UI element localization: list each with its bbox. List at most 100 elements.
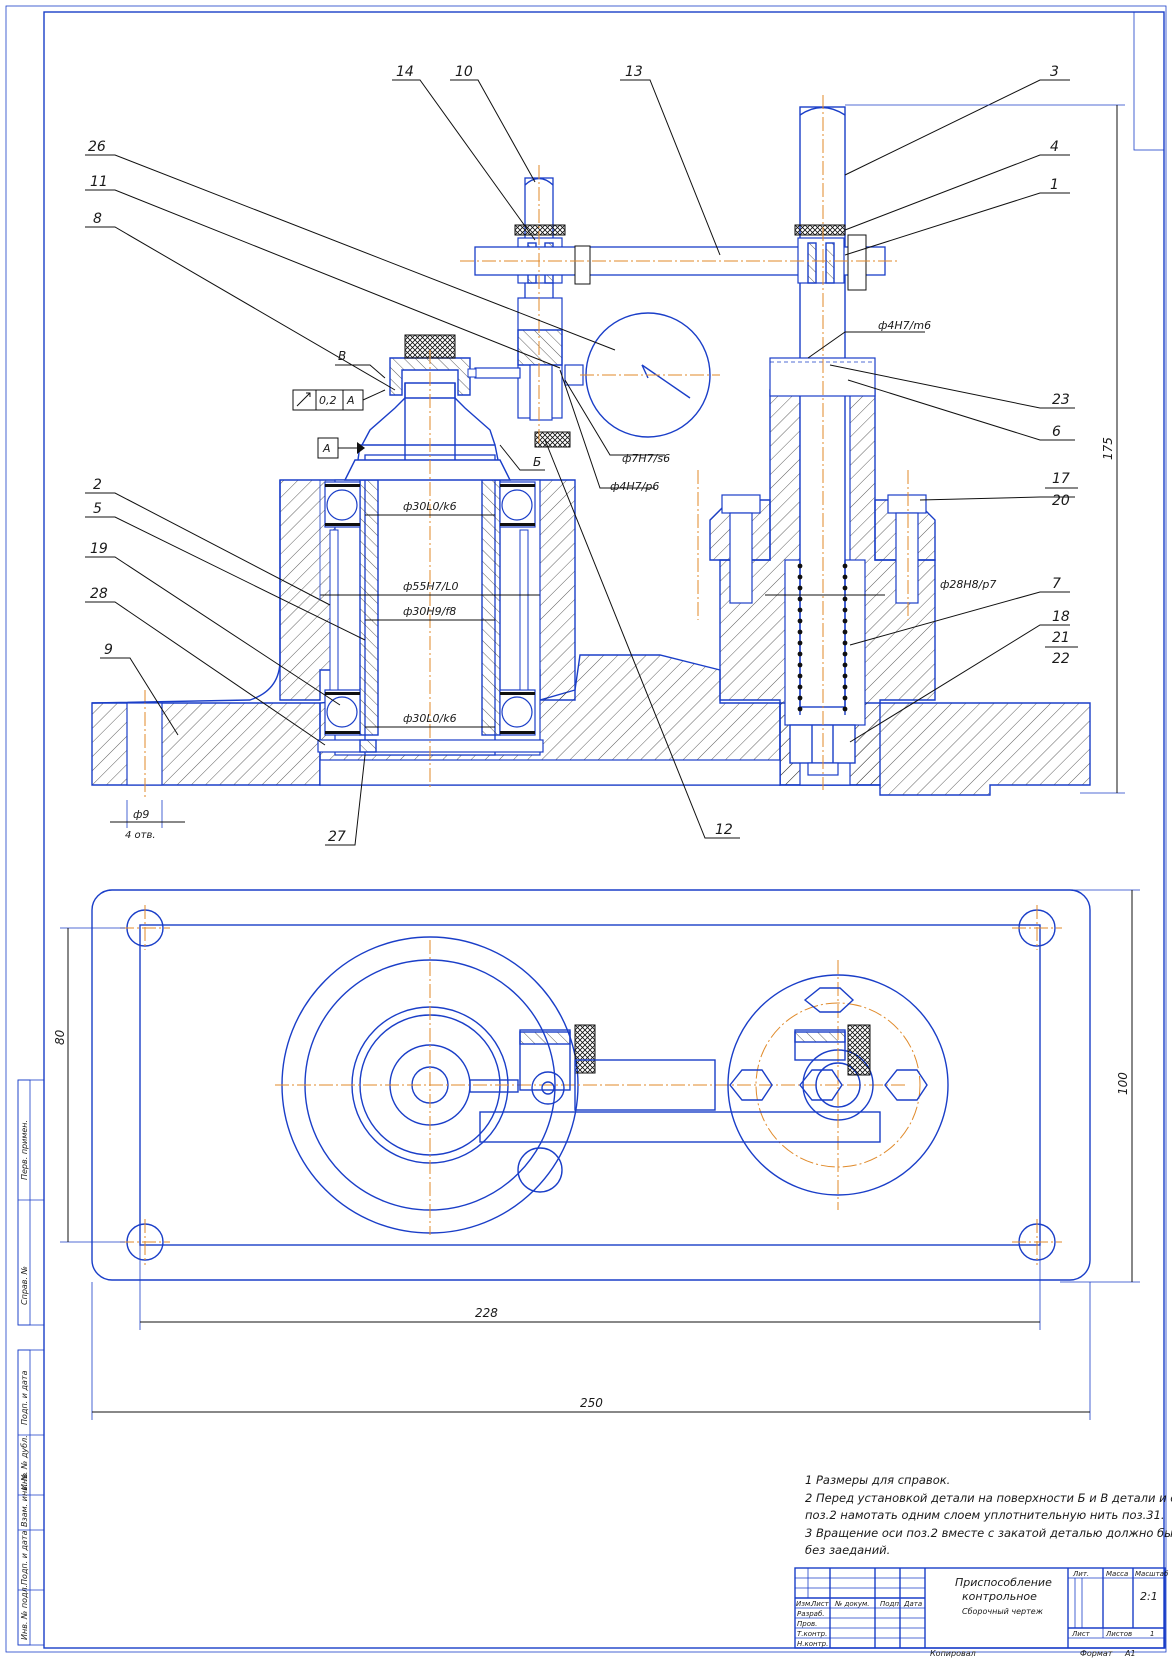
side-stamp: Перв. примен. Справ. № Подп. и дата Инв.… [17,1079,45,1646]
callout-1: 1 [1050,177,1059,193]
note-1: 1 Размеры для справок. [805,1473,950,1487]
datum-a: А [322,442,331,455]
dim-80: 80 [53,927,125,1243]
tolerance-value: 0,2 [319,394,337,407]
stamp-sprav: Справ. № [20,1266,29,1305]
tb-listov-val: 1 [1150,1630,1154,1638]
fit-holes: 4 отв. [125,830,156,841]
front-view [91,95,1091,800]
spring-coil [842,662,848,668]
fit-f30l0k6-top: ф30L0/k6 [403,500,457,513]
callout-14: 14 [396,64,414,80]
note-2b: поз.2 намотать одним слоем уплотнительну… [805,1508,1165,1522]
stamp-inv-dubl: Инв. № дубл. [20,1435,29,1490]
dim-228: 228 [139,1245,1041,1330]
fit-f30l0k6-bot: ф30L0/k6 [403,712,457,725]
spring-coil [797,563,803,569]
tb-title-1: Приспособление [955,1576,1052,1589]
dim-250-label: 250 [580,1396,603,1410]
dim-100: 100 [1060,889,1140,1283]
tb-prov: Пров. [797,1620,817,1628]
tb-lit: Лит. [1072,1570,1089,1578]
spring-coil [797,695,803,701]
callout-12: 12 [715,822,733,838]
tb-scale: 2:1 [1140,1590,1158,1603]
dim-250: 250 [91,1282,1091,1420]
spring-coil [797,607,803,613]
callout-20: 20 [1052,493,1070,509]
screw-right [887,494,927,604]
callout-leaders [85,79,1075,846]
callout-5: 5 [93,501,102,517]
dim-175-label: 175 [1101,437,1115,460]
spring-coil [797,673,803,679]
note-2: 2 Перед установкой детали на поверхности… [805,1491,1172,1505]
spring-coil [842,618,848,624]
spring-coil [797,640,803,646]
fit-f30h9f8: ф30H9/f8 [403,605,456,618]
fit-f28h8p7: ф28H8/p7 [940,578,996,591]
spring-coil [797,596,803,602]
spring-coil [797,585,803,591]
fits: ф4H7/m6 ф7H7/s6 ф4H7/p6 ф30L0/k6 ф55H7/L… [110,319,996,841]
tb-kopiroval: Копировал [930,1649,976,1658]
spring-coil [842,706,848,712]
note-3b: без заеданий. [805,1543,890,1557]
callout-7: 7 [1052,576,1061,592]
callout-3: 3 [1050,64,1059,80]
dim-80-label: 80 [53,1029,67,1045]
callout-22: 22 [1052,651,1070,667]
callout-2: 2 [93,477,102,493]
spring-coil [797,574,803,580]
fit-f4h7p6: ф4H7/p6 [610,480,659,493]
stamp-inv-podl: Инв. № подл. [20,1585,29,1640]
spring-coil [842,629,848,635]
spring-coil [842,684,848,690]
spring-coil [842,585,848,591]
tb-tkontr: Т.контр. [797,1630,827,1638]
callout-4: 4 [1050,139,1059,155]
spring-coil [842,574,848,580]
mark-b: Б [533,455,541,469]
tb-format: Формат [1080,1649,1113,1658]
tb-podp: Подп. [880,1600,901,1608]
dim-175: 175 [845,104,1125,794]
callout-19: 19 [90,541,108,557]
callout-18: 18 [1052,609,1070,625]
spring-coil [842,651,848,657]
spring-coil [797,706,803,712]
sheet-frame [5,5,1167,1653]
callout-27: 27 [328,829,346,845]
title-block: Изм. Лист № докум. Подп. Дата Разраб. Пр… [794,1567,1169,1658]
tb-title-2: контрольное [962,1590,1037,1603]
dim-100-label: 100 [1116,1072,1130,1095]
tolerance-datum: А [346,394,355,407]
stamp-podp-data-1: Подп. и дата [20,1370,29,1425]
callout-9: 9 [104,642,113,658]
callout-8: 8 [93,211,102,227]
top-view [91,889,1091,1281]
callout-28: 28 [90,586,108,602]
tb-subtitle: Сборочный чертеж [962,1607,1044,1616]
callout-11: 11 [90,174,108,190]
fit-f7h7s6: ф7H7/s6 [622,452,670,465]
spring-coil [797,662,803,668]
tb-list: Лист [1071,1630,1091,1638]
tb-nkontr: Н.контр. [797,1640,828,1648]
fit-f9: ф9 [133,808,149,821]
callout-6: 6 [1052,424,1061,440]
tb-format-val: А1 [1124,1649,1136,1658]
tb-masshtab: Масштаб [1135,1570,1169,1578]
spring-coil [797,618,803,624]
tb-data: Дата [903,1600,922,1608]
technical-notes: 1 Размеры для справок. 2 Перед установко… [805,1473,1172,1557]
tb-massa: Масса [1106,1570,1128,1578]
callout-10: 10 [455,64,473,80]
screw-left [721,494,761,604]
spring-coil [842,673,848,679]
stamp-perv: Перв. примен. [20,1120,29,1180]
annotations: В 0,2 А А Б [292,349,545,471]
tb-listov: Листов [1105,1630,1132,1638]
callout-21: 21 [1052,630,1070,646]
